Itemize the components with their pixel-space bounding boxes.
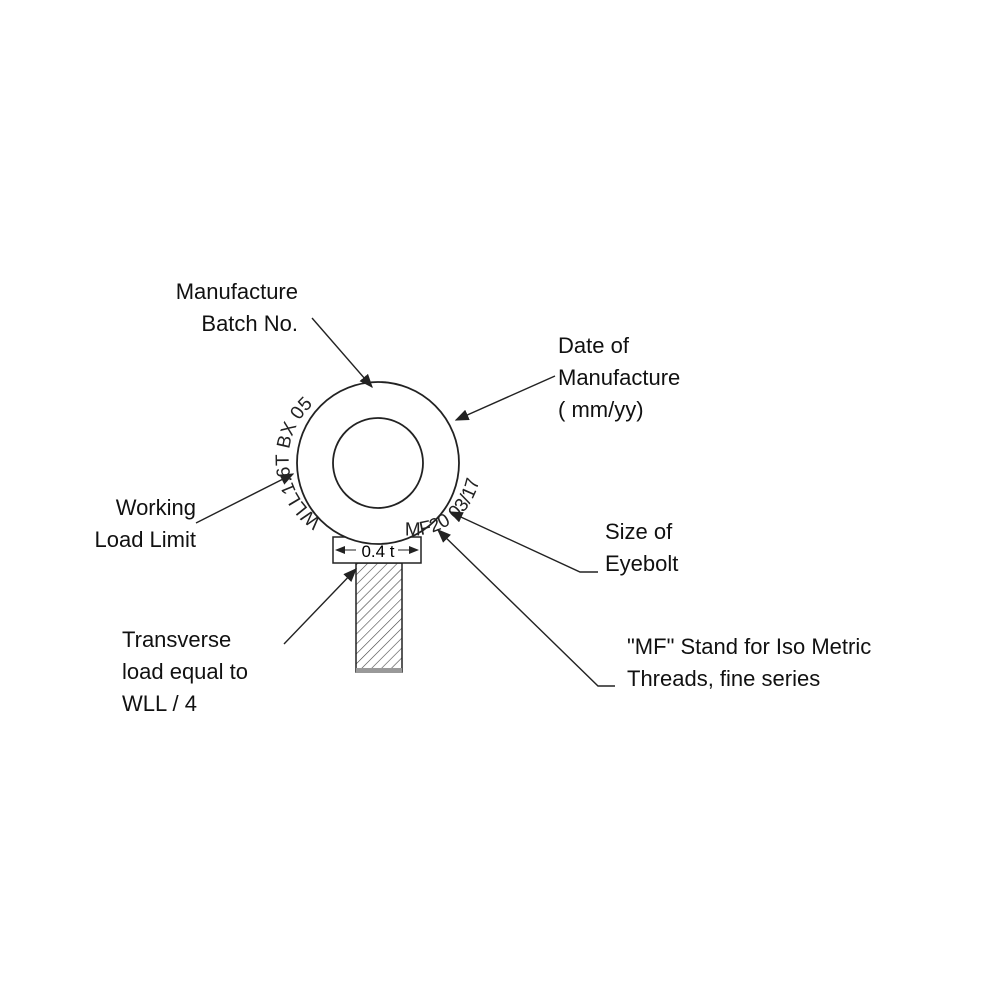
eye-hole [332,417,424,509]
label-line: "MF" Stand for Iso Metric [627,634,872,659]
label-transverse-load: Transverse load equal to WLL / 4 [122,624,248,720]
label-line: Transverse [122,627,232,652]
label-date-of-manufacture: Date of Manufacture ( mm/yy) [558,330,680,426]
label-line: Eyebolt [605,551,679,576]
label-size-of-eyebolt: Size of Eyebolt [605,516,678,580]
label-line: Date of [558,333,629,358]
label-line: Working [115,495,196,520]
collar-load-text: 0.4 t [361,542,394,561]
label-line: Load Limit [94,527,196,552]
label-line: Size of [605,519,673,544]
leader-lines [195,317,615,687]
label-line: Manufacture [175,279,298,304]
label-line: Manufacture [558,365,681,390]
label-line: WLL / 4 [122,691,197,716]
label-line: load equal to [122,659,248,684]
label-mf-threads: "MF" Stand for Iso Metric Threads, fine … [627,631,871,695]
label-working-load-limit: Working Load Limit [94,492,196,556]
label-batch-number: Manufacture Batch No. [176,276,298,340]
label-line: ( mm/yy) [558,397,644,422]
threaded-shank [355,562,403,673]
label-line: Batch No. [201,311,298,336]
label-line: Threads, fine series [627,666,821,691]
